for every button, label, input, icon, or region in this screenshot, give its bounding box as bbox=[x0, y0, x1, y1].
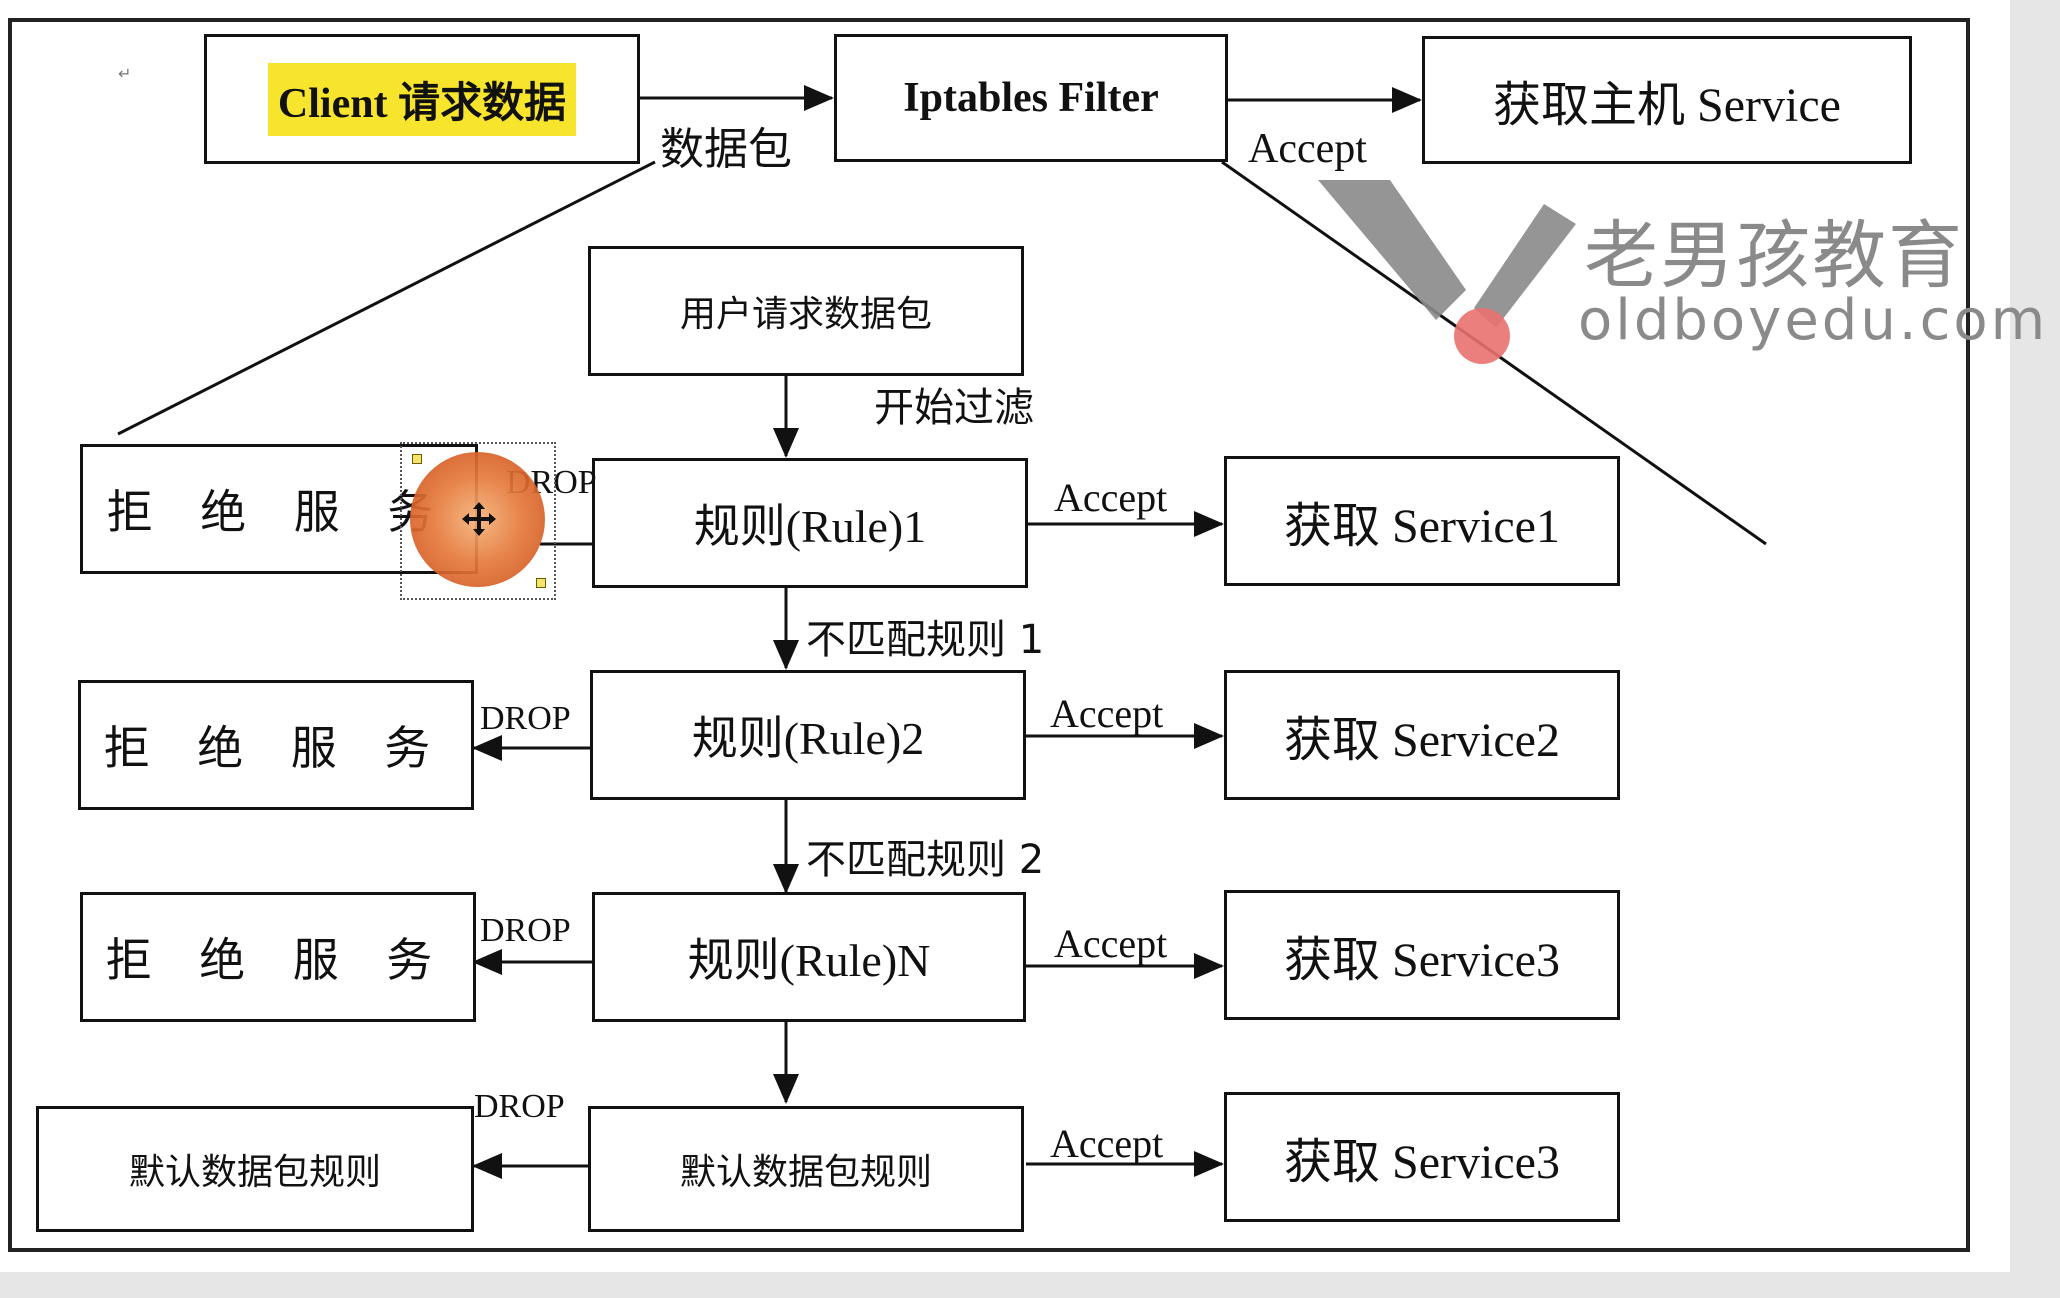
move-cursor-icon bbox=[462, 502, 496, 536]
host-service-label: 获取主机 Service bbox=[1493, 79, 1841, 132]
default-rule-center-box: 默认数据包规则 bbox=[588, 1106, 1024, 1232]
deny-service-box-3: 拒 绝 服 务 bbox=[80, 892, 476, 1022]
accept-label-1: Accept bbox=[1054, 475, 1168, 520]
selection-frame[interactable] bbox=[400, 442, 556, 600]
nomatch-label-1: 不匹配规则 1 bbox=[806, 617, 1045, 663]
client-request-label: Client 请求数据 bbox=[267, 62, 577, 136]
rule-n-label: 规则(Rule)N bbox=[687, 935, 931, 986]
watermark-logo-icon bbox=[1318, 180, 1576, 364]
drop-label-3: DROP bbox=[480, 912, 571, 949]
default-rule-left-label: 默认数据包规则 bbox=[128, 1152, 381, 1193]
start-filter-label: 开始过滤 bbox=[874, 385, 1034, 431]
accept-label-3: Accept bbox=[1054, 921, 1168, 966]
service-1-box: 获取 Service1 bbox=[1224, 456, 1620, 586]
watermark-name: 老男孩教育 bbox=[1584, 213, 1964, 299]
default-rule-left-box: 默认数据包规则 bbox=[36, 1106, 474, 1232]
accept-label-4: Accept bbox=[1050, 1121, 1164, 1166]
zoom-line-left bbox=[117, 160, 656, 436]
accept-top-label: Accept bbox=[1248, 126, 1367, 172]
service-3b-box: 获取 Service3 bbox=[1224, 1092, 1620, 1222]
document-canvas: Client 请求数据 Iptables Filter 获取主机 Service… bbox=[0, 0, 2045, 1272]
connector-layer bbox=[117, 85, 1767, 1179]
rule-2-box: 规则(Rule)2 bbox=[590, 670, 1026, 800]
rule-2-label: 规则(Rule)2 bbox=[691, 713, 925, 764]
paragraph-mark-icon: ↵ bbox=[118, 64, 132, 83]
rule-n-box: 规则(Rule)N bbox=[592, 892, 1026, 1022]
nomatch-label-2: 不匹配规则 2 bbox=[806, 837, 1045, 883]
deny-service-label-3: 拒 绝 服 务 bbox=[105, 935, 451, 986]
client-request-box: Client 请求数据 bbox=[204, 34, 640, 164]
drop-label-2: DROP bbox=[480, 700, 571, 737]
deny-service-label-1: 拒 绝 服 务 bbox=[106, 487, 452, 538]
diagram-frame bbox=[8, 18, 1970, 1252]
deny-service-label-2: 拒 绝 服 务 bbox=[103, 723, 449, 774]
drop-label-4: DROP bbox=[474, 1088, 565, 1125]
service-2-label: 获取 Service2 bbox=[1284, 714, 1560, 767]
user-packet-label: 用户请求数据包 bbox=[679, 294, 932, 335]
user-packet-box: 用户请求数据包 bbox=[588, 246, 1024, 376]
service-3b-label: 获取 Service3 bbox=[1284, 1136, 1560, 1189]
iptables-filter-box: Iptables Filter bbox=[834, 34, 1228, 162]
service-3-box: 获取 Service3 bbox=[1224, 890, 1620, 1020]
resize-handle-bottom[interactable] bbox=[536, 578, 546, 588]
packet-label: 数据包 bbox=[660, 125, 792, 174]
rule-1-box: 规则(Rule)1 bbox=[592, 458, 1028, 588]
accept-label-2: Accept bbox=[1050, 691, 1164, 736]
watermark-url: oldboyedu.com bbox=[1578, 288, 2049, 353]
rule-1-label: 规则(Rule)1 bbox=[693, 501, 927, 552]
iptables-filter-label: Iptables Filter bbox=[903, 75, 1159, 121]
deny-service-box-2: 拒 绝 服 务 bbox=[78, 680, 474, 810]
host-service-box: 获取主机 Service bbox=[1422, 36, 1912, 164]
service-3-label: 获取 Service3 bbox=[1284, 934, 1560, 987]
default-rule-center-label: 默认数据包规则 bbox=[679, 1152, 932, 1193]
service-2-box: 获取 Service2 bbox=[1224, 670, 1620, 800]
resize-handle-top[interactable] bbox=[412, 454, 422, 464]
service-1-label: 获取 Service1 bbox=[1284, 500, 1560, 553]
